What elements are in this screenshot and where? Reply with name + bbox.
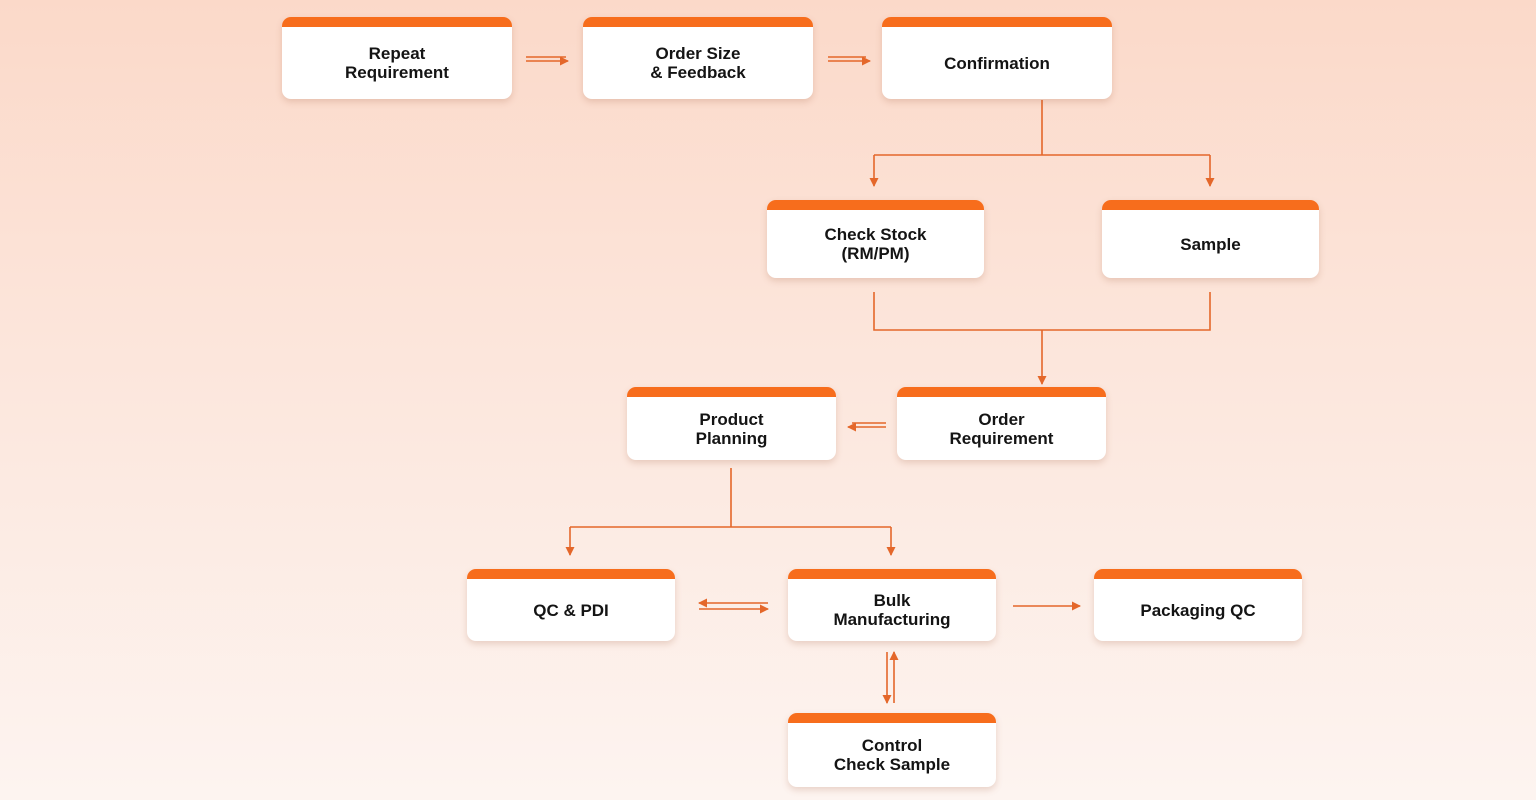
node-packaging-qc: Packaging QC [1094, 569, 1302, 641]
node-check-stock: Check Stock (RM/PM) [767, 200, 984, 278]
connector-merge [873, 292, 1211, 331]
node-label: Control Check Sample [833, 736, 951, 774]
node-order-size-feedback: Order Size & Feedback [583, 17, 813, 99]
node-label: Order Size & Feedback [650, 44, 746, 82]
node-label: Product Planning [695, 409, 768, 448]
node-sample: Sample [1102, 200, 1319, 278]
node-control-check-sample: Control Check Sample [788, 713, 996, 787]
node-label: QC & PDI [533, 600, 609, 620]
node-label: Sample [1180, 234, 1241, 254]
node-label: Check Stock (RM/PM) [824, 225, 927, 263]
node-label: Bulk Manufacturing [833, 591, 951, 629]
node-product-planning: Product Planning [627, 387, 836, 460]
connector-confirmation-split [874, 100, 1210, 156]
node-label: Order Requirement [949, 409, 1054, 448]
node-order-requirement: Order Requirement [897, 387, 1106, 460]
node-repeat-requirement: Repeat Requirement [282, 17, 512, 99]
node-bulk-manufacturing: Bulk Manufacturing [788, 569, 996, 641]
connector-planning-split [570, 468, 891, 528]
node-qc-pdi: QC & PDI [467, 569, 675, 641]
node-label: Packaging QC [1140, 600, 1256, 620]
node-confirmation: Confirmation [882, 17, 1112, 99]
node-label: Repeat Requirement [345, 44, 449, 82]
node-label: Confirmation [944, 53, 1050, 73]
